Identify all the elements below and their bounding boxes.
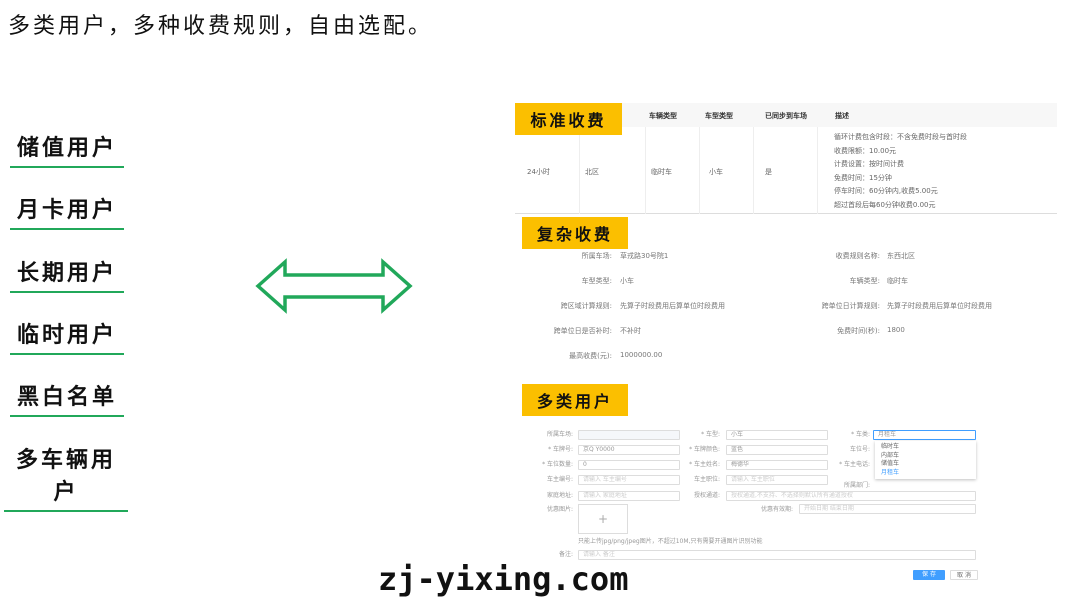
user-type-blacklist-whitelist: 黑白名单 (10, 379, 124, 417)
field-label: * 车主姓名: (689, 461, 720, 468)
remark-input[interactable]: 请输入 备注 (578, 550, 976, 560)
field-label: 跨单位日是否补时: (553, 327, 612, 335)
field-label: * 车牌颜色: (689, 446, 720, 453)
field-label: 优惠图片: (546, 506, 573, 513)
field-value: 先算子时段费用后算单位时段费用 (887, 302, 992, 310)
col-header: 车型类型 (705, 112, 733, 120)
desc-line: 收费限额：10.00元 (834, 146, 897, 155)
multi-user-tag: 多类用户 (522, 384, 628, 416)
field-label: 优惠有效期: (760, 506, 793, 513)
complex-fee-details: 所属车场: 草戎路30号院1 车型类型: 小车 跨区域计算规则: 先算子时段费用… (480, 251, 1060, 361)
headline: 多类用户，多种收费规则，自由选配。 (8, 14, 434, 39)
dropdown-option[interactable]: 临时车 (881, 443, 900, 450)
field-label: * 车牌号: (548, 446, 573, 453)
owner-number-input[interactable]: 请输入 车主编号 (578, 475, 680, 485)
field-label: 免费时间(秒): (837, 327, 880, 335)
upload-hint: 只能上传jpg/png/jpeg图片，不超过10M,只有需要开通图片识别功能 (578, 538, 763, 545)
expiry-date-range[interactable]: 开始日期 结束日期 (799, 504, 976, 514)
user-type-temporary: 临时用户 (10, 317, 124, 355)
field-value: 先算子时段费用后算单位时段费用 (620, 302, 725, 310)
field-label: * 车型: (701, 431, 720, 438)
upload-photo-button[interactable]: + (578, 504, 628, 534)
col-header: 已同步到车场 (765, 112, 807, 120)
user-type-long-term: 长期用户 (10, 255, 124, 293)
plate-color-select[interactable]: 蓝色 (726, 445, 828, 455)
field-label: 车主职位: (693, 476, 720, 483)
desc-line: 免费时间：15分钟 (834, 173, 892, 182)
dropdown-option-selected[interactable]: 月租车 (881, 468, 900, 476)
cell: 是 (765, 168, 772, 176)
col-header: 描述 (835, 112, 849, 120)
owner-position-input[interactable]: 请输入 车主职位 (726, 475, 828, 485)
cancel-button[interactable]: 取 消 (950, 570, 978, 580)
dropdown-option[interactable]: 储值车 (881, 460, 900, 467)
cell: 24小时 (527, 168, 550, 176)
standard-fee-tag: 标准收费 (515, 103, 622, 135)
dropdown-option[interactable]: 内部车 (881, 451, 900, 459)
field-label: 所属车场: (546, 431, 573, 438)
field-value: 1800 (887, 326, 905, 334)
plate-input[interactable]: 京Q Y0000 (578, 445, 680, 455)
desc-line: 计费设置：按时间计费 (834, 160, 904, 168)
field-label: 授权通道: (693, 492, 720, 499)
field-label: 车位号: (849, 446, 870, 453)
field-value: 草戎路30号院1 (620, 252, 669, 260)
parking-select[interactable] (578, 430, 680, 440)
class-dropdown-menu: 临时车 内部车 储值车 月租车 (875, 441, 976, 479)
channel-select[interactable]: 授权通道,不支持、不选择则默认所有通道授权 (726, 491, 976, 501)
watermark: zj-yixing.com (378, 560, 629, 598)
field-value: 小车 (620, 277, 634, 285)
field-label: 最高收费(元): (569, 352, 612, 360)
complex-fee-tag: 复杂收费 (522, 217, 628, 249)
field-label: 家庭地址: (546, 492, 573, 499)
field-label: 备注: (558, 551, 573, 558)
address-input[interactable]: 请输入 家庭地址 (578, 491, 680, 501)
user-type-multi-vehicle: 多车辆用户 (4, 442, 128, 512)
spot-count-stepper[interactable]: 0 (578, 460, 680, 470)
field-label: 车主编号: (546, 476, 573, 483)
field-label: 跨区域计算规则: (560, 302, 612, 310)
description-cell: 循环计费包含时段：不含免费时段与首时段 收费限额：10.00元 计费设置：按时间… (834, 131, 967, 212)
field-value: 1000000.00 (620, 351, 663, 359)
desc-line: 停车时间：60分钟内,收费5.00元 (834, 187, 938, 195)
field-value: 不补时 (620, 327, 641, 335)
cell: 小车 (709, 168, 723, 176)
field-label: 所属车场: (581, 252, 612, 260)
desc-line: 超过首段后每60分钟收费0.00元 (834, 200, 936, 209)
model-select[interactable]: 小车 (726, 430, 828, 440)
user-type-monthly: 月卡用户 (10, 192, 124, 230)
desc-line: 循环计费包含时段：不含免费时段与首时段 (834, 133, 967, 141)
field-label: 车型类型: (581, 277, 612, 285)
class-select[interactable]: 月租车 (873, 430, 976, 440)
field-label: * 车主电话: (839, 461, 870, 468)
field-label: * 车类: (851, 431, 870, 438)
cell: 临时车 (651, 168, 672, 176)
field-label: 所属部门: (843, 482, 870, 489)
field-value: 东西北区 (887, 252, 915, 260)
double-arrow-icon (255, 258, 413, 314)
field-value: 临时车 (887, 277, 908, 285)
cell: 北区 (585, 168, 599, 176)
field-label: 车辆类型: (849, 277, 880, 285)
owner-name-input[interactable]: 梅德华 (726, 460, 828, 470)
field-label: * 车位数量: (542, 461, 573, 468)
col-header: 车辆类型 (649, 112, 677, 120)
field-label: 收费规则名称: (835, 252, 880, 260)
user-type-stored-value: 储值用户 (10, 130, 124, 168)
save-button[interactable]: 保 存 (913, 570, 945, 580)
field-label: 跨单位日计算规则: (821, 302, 880, 310)
